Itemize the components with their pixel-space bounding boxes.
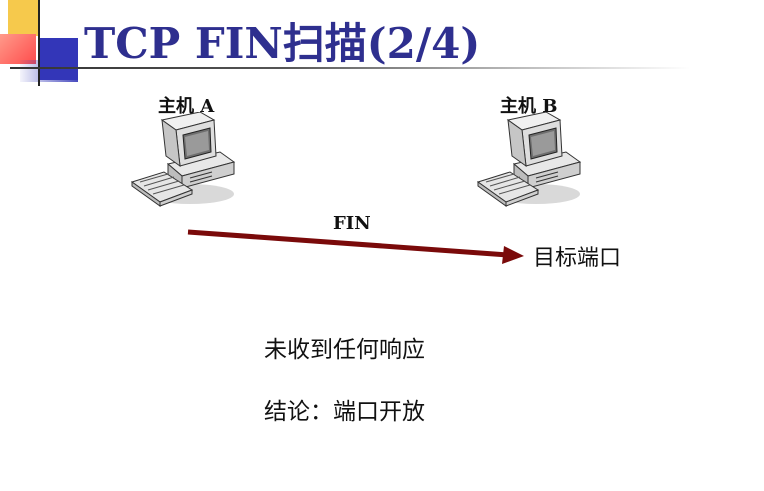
desktop-computer-icon [476, 112, 582, 207]
slide-title: TCP FIN扫描(2/4) [84, 19, 481, 68]
fin-label: FIN [333, 213, 371, 234]
conclusion-text: 结论：端口开放 [264, 399, 425, 425]
host-b-label: 主机 B [500, 96, 558, 117]
decor-vertical-line [38, 0, 40, 86]
target-port-label: 目标端口 [533, 246, 622, 271]
fin-arrow [187, 229, 524, 264]
decor-red-square [0, 34, 36, 64]
decor-blue-square [40, 38, 78, 80]
desktop-computer-icon [130, 112, 236, 207]
title-underline [10, 67, 690, 69]
decor-yellow-square [8, 0, 38, 36]
observation-text: 未收到任何响应 [264, 337, 425, 363]
